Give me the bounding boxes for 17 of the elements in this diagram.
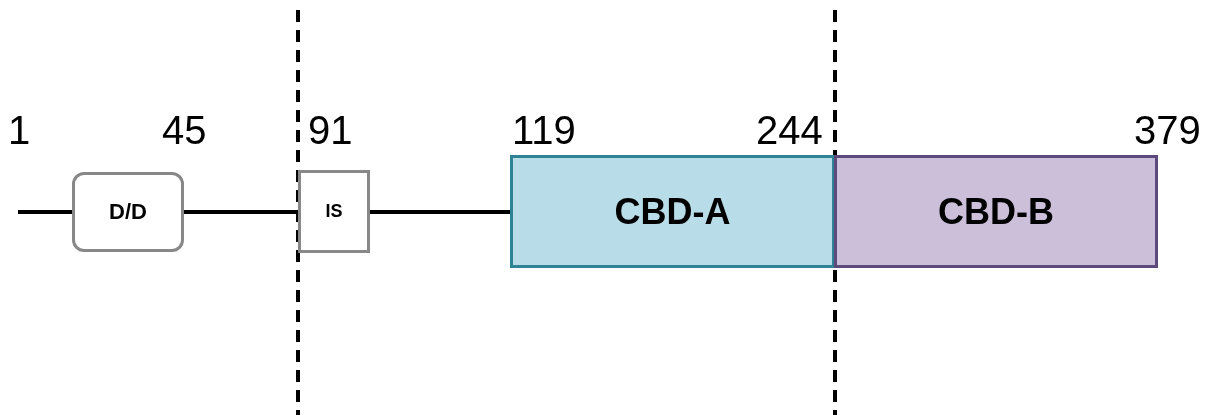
linker-line — [184, 210, 298, 214]
domain-box — [298, 170, 370, 253]
residue-number: 45 — [162, 110, 207, 150]
residue-number: 91 — [308, 110, 353, 150]
domain-bar — [834, 155, 1158, 268]
residue-number: 244 — [756, 110, 823, 150]
domain-label: CBD-A — [614, 190, 731, 233]
linker-line — [370, 210, 510, 214]
domain-label: CBD-B — [938, 190, 1054, 233]
domain-bar — [510, 155, 835, 268]
residue-number: 1 — [8, 110, 31, 150]
linker-line — [18, 210, 72, 214]
residue-number: 379 — [1134, 110, 1201, 150]
domain-label: D/D — [109, 199, 147, 225]
residue-number: 119 — [512, 110, 576, 150]
domain-box — [72, 172, 184, 252]
domain-label: IS — [325, 201, 343, 222]
